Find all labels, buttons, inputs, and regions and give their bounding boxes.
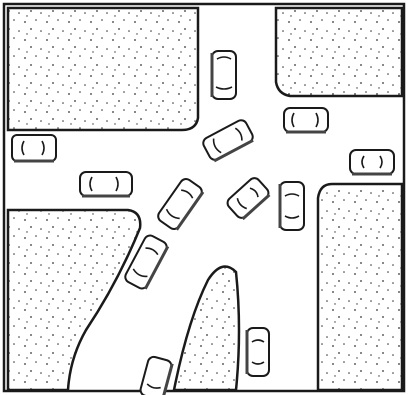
car-1 xyxy=(212,51,236,99)
block-bottom-right xyxy=(318,184,402,390)
block-top-right xyxy=(276,8,402,96)
car-2 xyxy=(284,108,328,132)
car-6 xyxy=(80,172,132,196)
car-4 xyxy=(12,135,56,161)
car-9 xyxy=(280,182,304,230)
car-5 xyxy=(350,150,394,174)
car-11 xyxy=(247,328,269,376)
block-top-left xyxy=(8,8,198,130)
